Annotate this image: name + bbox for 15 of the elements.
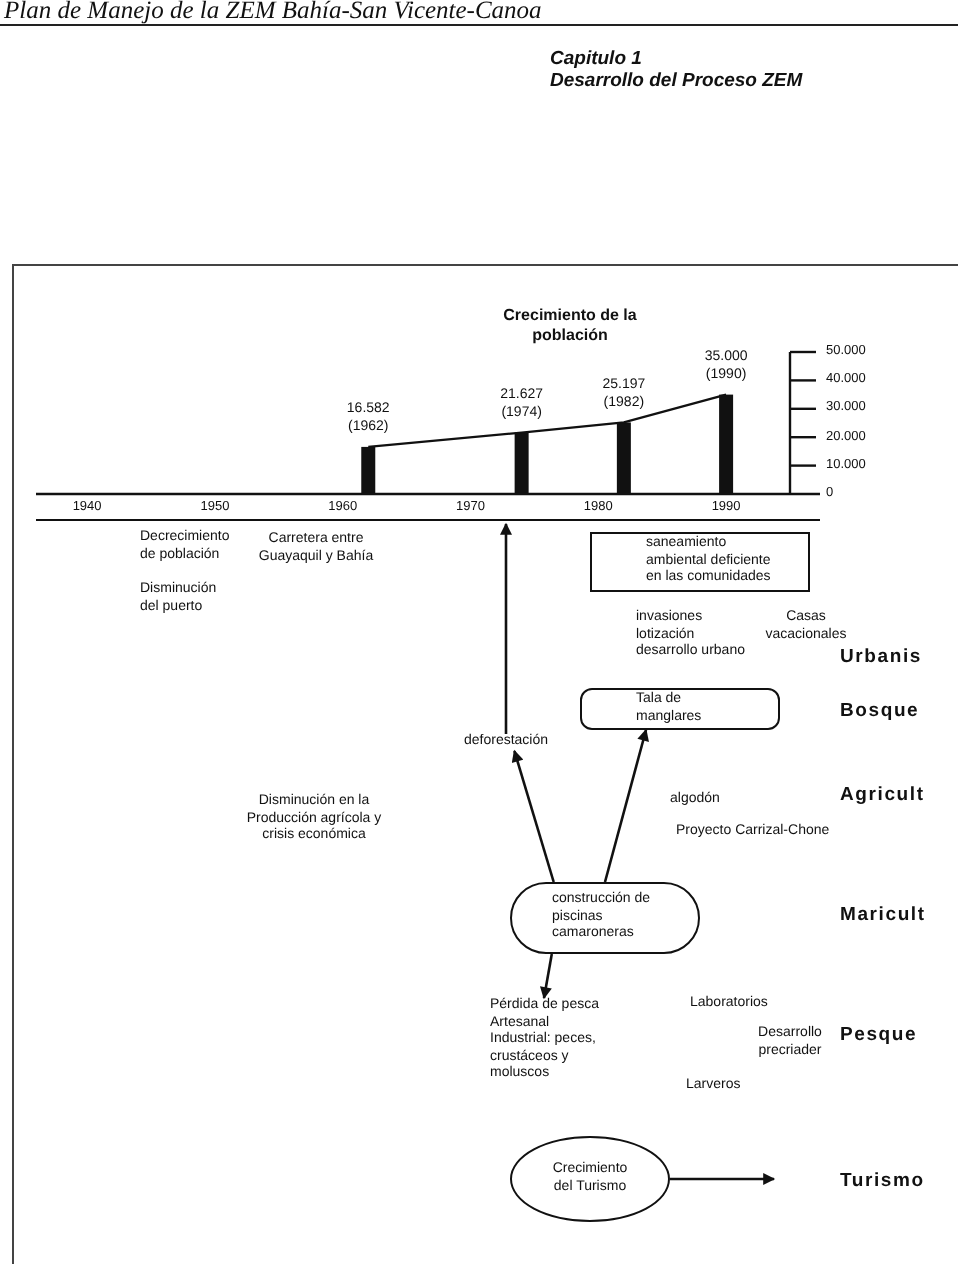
chapter-title: Desarrollo del Proceso ZEM [550,70,803,92]
chapter-heading: Capitulo 1 [550,48,642,70]
category-label: Urbanis [840,646,922,668]
category-label: Maricult [840,904,926,926]
arrow [670,1173,776,1185]
category-label: Pesque [840,1024,918,1046]
arrow [540,953,554,1000]
arrow [603,728,649,883]
category-label: Turismo [840,1170,925,1192]
chart-title: Crecimiento de la población [501,306,639,344]
arrow [500,522,512,734]
arrow [511,749,555,883]
category-label: Agricult [840,784,925,806]
running-header: Plan de Manejo de la ZEM Bahía-San Vicente-Canoa [4,0,542,24]
category-label: Bosque [840,700,920,722]
